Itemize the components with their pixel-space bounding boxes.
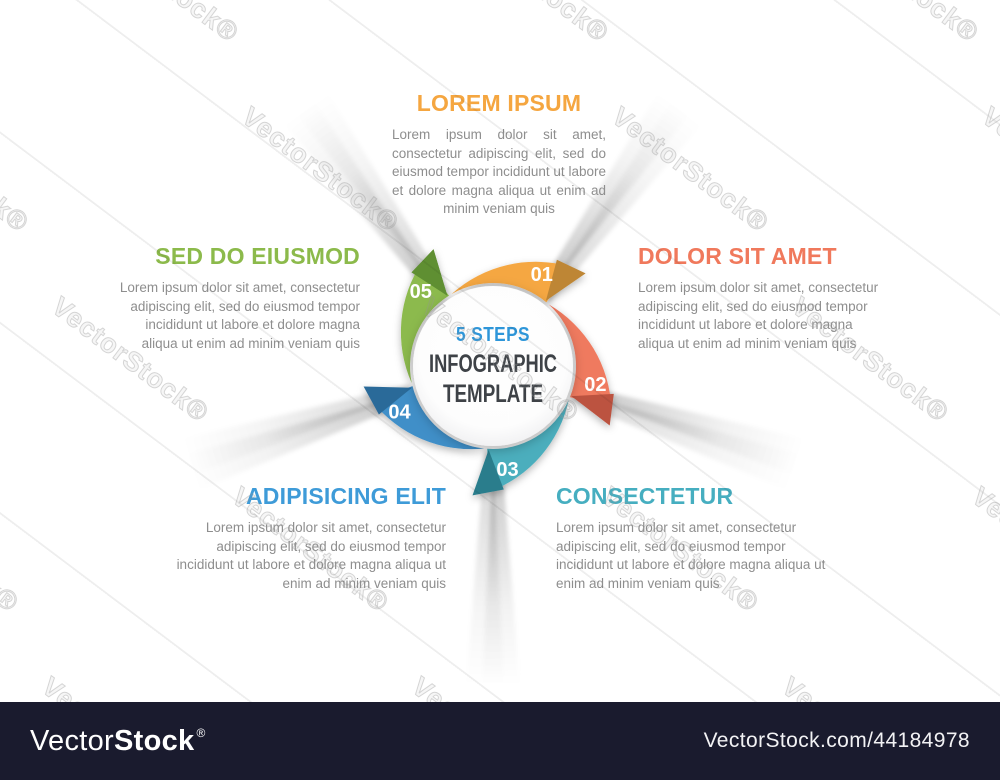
- center-title-line1: 5 STEPS: [456, 324, 530, 346]
- beam-5: [0, 0, 493, 471]
- step-4-description: Lorem ipsum dolor sit amet, consectetur …: [176, 520, 446, 591]
- beam-shadow: [277, 92, 441, 304]
- vectorstock-logo: VectorStock®: [30, 725, 206, 758]
- step-3-description: Lorem ipsum dolor sit amet, consectetur …: [556, 520, 826, 591]
- beam-shadow: [465, 449, 505, 696]
- petal-fold-02: [571, 393, 614, 426]
- registered-mark-icon: ®: [196, 725, 206, 740]
- footer-bar: VectorStock® VectorStock.com/44184978: [0, 702, 1000, 780]
- step-1-title: LOREM IPSUM: [416, 90, 582, 116]
- step-block-2: DOLOR SIT AMET Lorem ipsum dolor sit ame…: [638, 243, 882, 353]
- petal-01: [451, 261, 571, 303]
- step-5-title: SED DO EIUSMOD: [155, 243, 360, 269]
- center-circle: [413, 286, 573, 446]
- beam-shadow: [171, 384, 411, 479]
- petal-fold-04: [363, 386, 412, 415]
- logo-stock-text: Stock: [114, 724, 195, 757]
- petal-fold-05-top: [411, 249, 448, 296]
- petal-03: [487, 399, 569, 492]
- step-1-description: Lorem ipsum dolor sit amet, consectetur …: [392, 127, 606, 216]
- step-block-3: CONSECTETUR Lorem ipsum dolor sit amet, …: [556, 483, 844, 593]
- center-title-line2: INFOGRAPHIC: [429, 350, 557, 378]
- petal-04: [371, 386, 485, 450]
- beam-4: [0, 366, 493, 780]
- beam-shadow: [545, 92, 709, 304]
- step-block-5: SED DO EIUSMOD Lorem ipsum dolor sit ame…: [116, 243, 360, 353]
- step-5-description: Lorem ipsum dolor sit amet, consectetur …: [119, 280, 360, 351]
- petal-02: [548, 304, 612, 410]
- step-2-description: Lorem ipsum dolor sit amet, consectetur …: [638, 280, 879, 351]
- center-title-line3: TEMPLATE: [443, 380, 543, 408]
- petal-fold-03: [472, 449, 504, 496]
- beam-2: [493, 0, 1000, 474]
- step-block-1: LOREM IPSUM Lorem ipsum dolor sit amet, …: [392, 90, 606, 219]
- beam-3: [493, 366, 1000, 780]
- petal-05: [400, 261, 449, 384]
- logo-vector-text: Vector: [30, 724, 115, 757]
- step-number-02: 02: [584, 374, 606, 396]
- step-2-title: DOLOR SIT AMET: [638, 243, 837, 269]
- step-4-title: ADIPISICING ELIT: [246, 483, 446, 509]
- beam-shadow: [570, 393, 811, 494]
- beam-shadow: [175, 393, 416, 494]
- step-number-01: 01: [531, 264, 553, 286]
- beam-1: [281, 0, 705, 366]
- step-number-04: 04: [388, 402, 411, 424]
- step-block-4: ADIPISICING ELIT Lorem ipsum dolor sit a…: [158, 483, 446, 593]
- step-number-05: 05: [410, 281, 432, 303]
- step-number-03: 03: [496, 459, 518, 481]
- petal-fold-01: [545, 259, 586, 301]
- step-3-title: CONSECTETUR: [556, 483, 734, 509]
- footer-url[interactable]: VectorStock.com/44184978: [703, 729, 970, 752]
